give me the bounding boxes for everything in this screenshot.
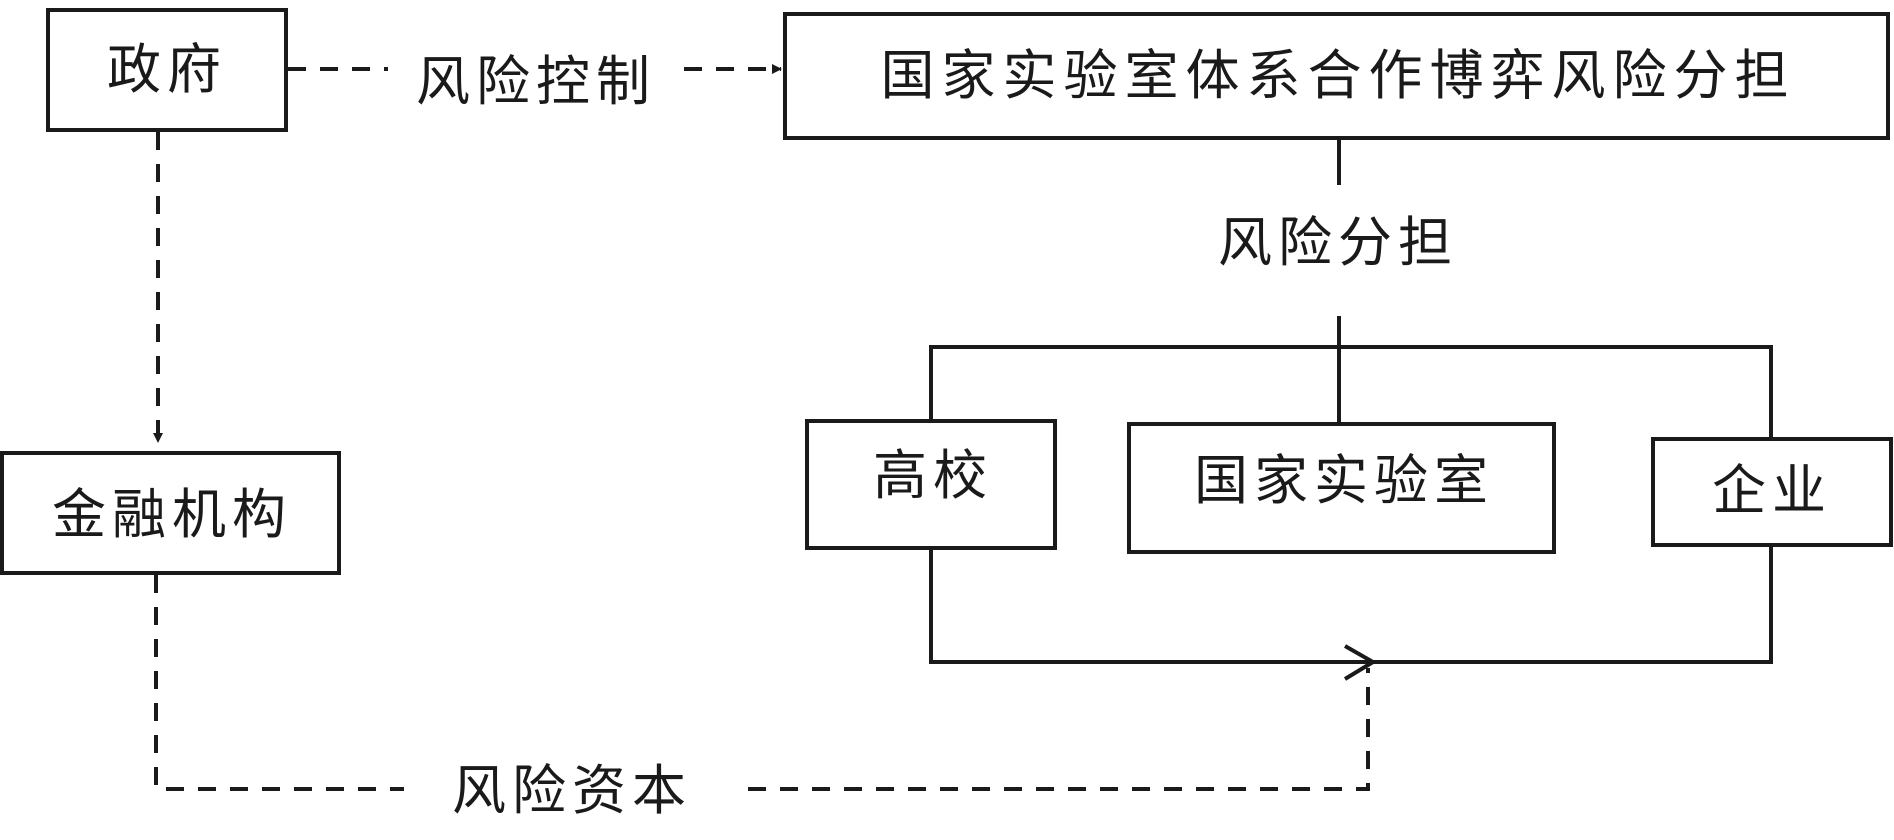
financial-institution-box [0,451,341,575]
government-label: 政府 [107,38,227,101]
enterprise-label: 企业 [1712,459,1832,522]
government-box [46,8,288,132]
university-label: 高校 [873,444,993,507]
risk-sharing-game-label: 国家实验室体系合作博弈风险分担 [881,44,1796,107]
risk-sharing-game-box [783,12,1890,140]
risk-capital-dash-right [748,668,1370,791]
cooperation-loop-chevron [1343,644,1377,681]
financial-institution-label: 金融机构 [52,483,292,546]
national-lab-box [1127,422,1556,554]
risk-control-label: 风险控制 [416,50,656,113]
risk-capital-dash-left [154,575,404,791]
risk-sharing-label: 风险分担 [1218,211,1458,274]
cooperation-top-bracket [929,345,1773,439]
cooperation-bottom-loop [929,545,1773,664]
national-lab-label: 国家实验室 [1194,449,1494,512]
risk-capital-label: 风险资本 [452,759,692,822]
